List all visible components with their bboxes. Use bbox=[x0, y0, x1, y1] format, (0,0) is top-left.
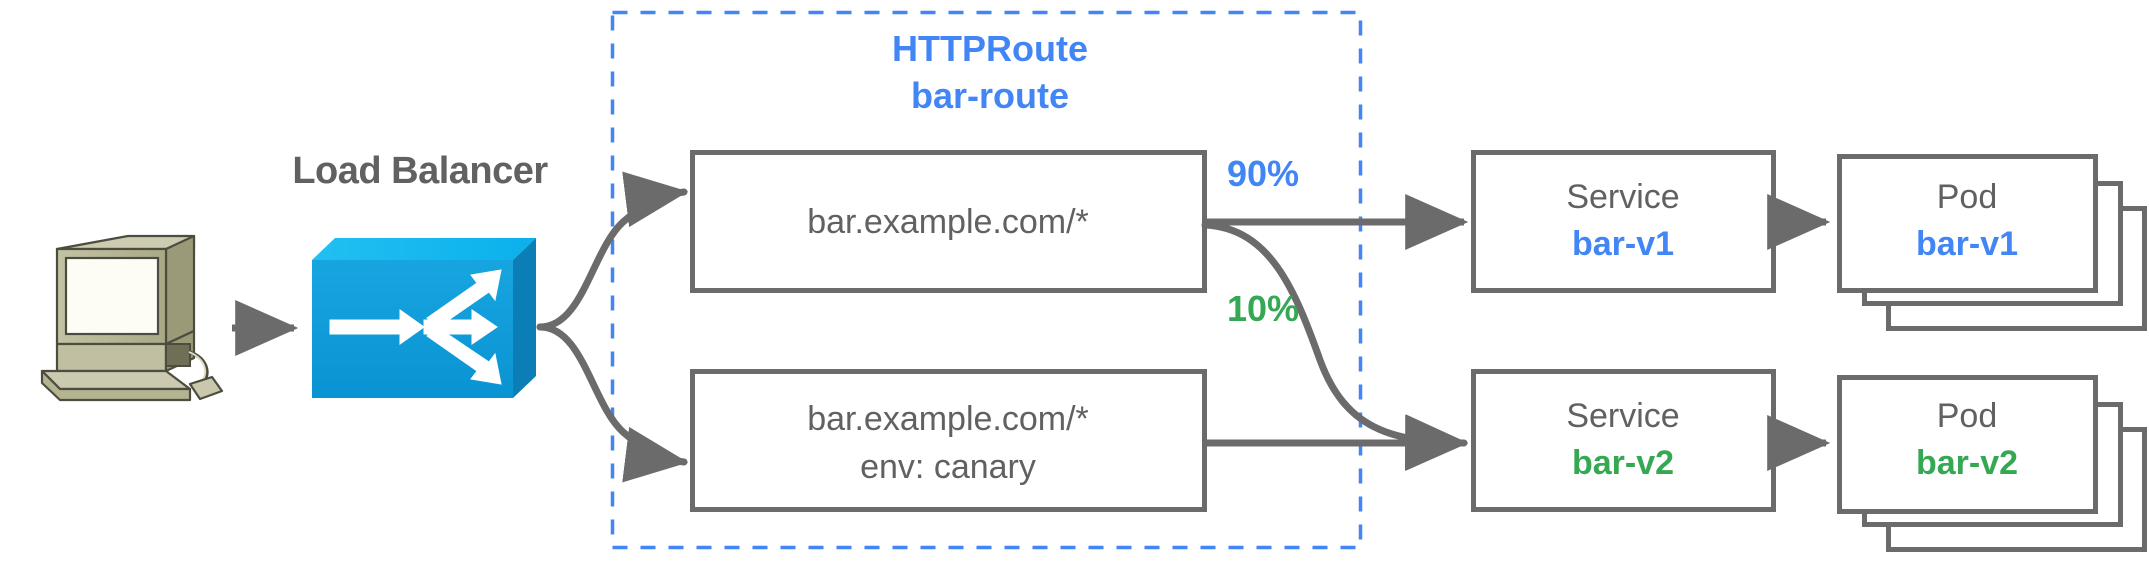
pod-card-front-v2 bbox=[1837, 375, 2098, 514]
pod-stack-v1[interactable] bbox=[1837, 154, 2147, 331]
service-box-v2[interactable] bbox=[1471, 369, 1776, 512]
rule-primary-match-text: bar.example.com/* bbox=[807, 203, 1089, 241]
workstation-icon bbox=[40, 234, 224, 402]
weight-label-10: 10% bbox=[1227, 288, 1300, 329]
pod-card-front-v1 bbox=[1837, 154, 2098, 293]
rule-box-primary[interactable] bbox=[690, 150, 1207, 293]
service-v1-name-label: bar-v1 bbox=[1571, 225, 1675, 263]
httproute-kind-label: HTTPRoute bbox=[892, 28, 1088, 69]
pod-v1-kind-label: Pod bbox=[1936, 178, 1998, 216]
rule-box-canary[interactable] bbox=[690, 369, 1207, 512]
pod-v2-name-label: bar-v2 bbox=[1915, 444, 2019, 482]
pod-v2-kind-label: Pod bbox=[1936, 397, 1998, 435]
pod-stack-v2[interactable] bbox=[1837, 375, 2147, 552]
httproute-boundary bbox=[610, 10, 1363, 550]
load-balancer-label: Load Balancer bbox=[292, 150, 548, 192]
service-v1-kind-label: Service bbox=[1566, 178, 1680, 216]
arrow-lb-to-rule-primary bbox=[536, 171, 689, 331]
httproute-name-label: bar-route bbox=[910, 75, 1070, 116]
service-v2-name-label: bar-v2 bbox=[1571, 444, 1675, 482]
rule-canary-header-text: env: canary bbox=[860, 448, 1036, 486]
service-v2-kind-label: Service bbox=[1566, 397, 1680, 435]
service-box-v1[interactable] bbox=[1471, 150, 1776, 293]
rule-canary-match-text: bar.example.com/* bbox=[807, 400, 1089, 438]
weight-label-90: 90% bbox=[1227, 153, 1300, 194]
load-balancer-icon bbox=[312, 238, 536, 398]
pod-v1-name-label: bar-v1 bbox=[1915, 225, 2019, 263]
arrow-lb-to-rule-canary bbox=[536, 323, 689, 483]
edge-10-to-service-v2 bbox=[1201, 221, 1469, 471]
